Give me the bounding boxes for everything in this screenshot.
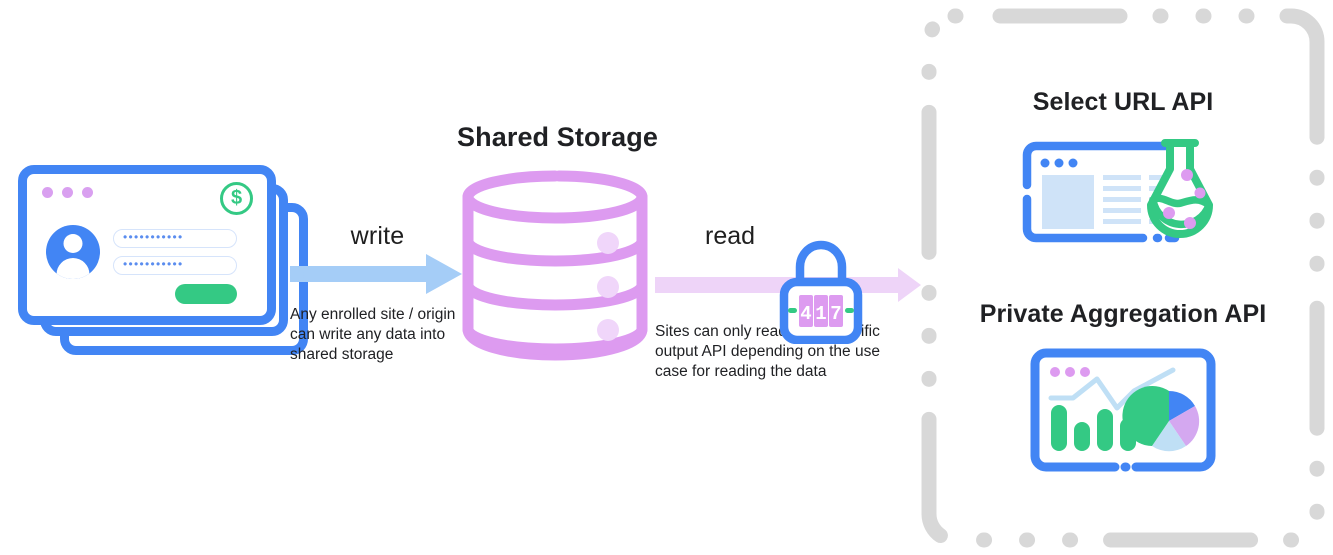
shared-storage-group: Shared Storage [455,122,660,368]
window-controls-dots [42,187,93,198]
shared-storage-title: Shared Storage [457,122,658,152]
password-field-2[interactable]: ••••••••••• [113,256,237,275]
api-private-aggregation-title: Private Aggregation API [979,300,1267,328]
window-dot-1 [42,187,53,198]
combination-padlock-icon: 4 1 7 [779,240,863,344]
write-description: Any enrolled site / origin can write any… [290,306,456,363]
api-select-url-title: Select URL API [1032,88,1214,116]
output-apis-panel: Select URL API [921,8,1325,548]
flask-icon [1147,139,1213,238]
svg-text:7: 7 [830,303,841,325]
dashed-panel-border [921,8,1325,548]
site-card-front: $ ••••••••••• ••••••••••• [18,165,276,325]
write-flow-group: write Any enrolled site / origin can wri… [290,222,465,365]
avatar [46,225,100,279]
database-cylinder-icon [462,170,648,361]
bar-chart-series [1051,405,1136,451]
line-chart-series [1048,367,1176,411]
avatar-body [56,258,90,279]
money-badge-icon: $ [220,182,253,215]
storage-indicator-2 [597,276,619,298]
enrolled-sites-stack: $ ••••••••••• ••••••••••• [18,165,308,365]
api-select-url[interactable]: Select URL API [921,88,1325,248]
write-arrow-icon [290,254,462,294]
analytics-dashboard-icon [1030,348,1216,472]
avatar-head [63,234,83,253]
storage-indicator-3 [597,319,619,341]
svg-text:4: 4 [800,303,811,325]
pie-chart-series [1122,386,1200,452]
write-label: write [350,222,405,250]
api-private-aggregation[interactable]: Private Aggregation API [921,300,1325,475]
window-dot-2 [62,187,73,198]
window-dot-3 [82,187,93,198]
read-flow-group: read 4 1 7 [655,222,923,382]
svg-text:1: 1 [815,303,826,325]
read-label: read [705,222,756,250]
password-field-1[interactable]: ••••••••••• [113,229,237,248]
browser-window-with-flask-icon [1022,139,1213,243]
submit-button[interactable] [175,284,237,304]
storage-indicator-1 [597,232,619,254]
